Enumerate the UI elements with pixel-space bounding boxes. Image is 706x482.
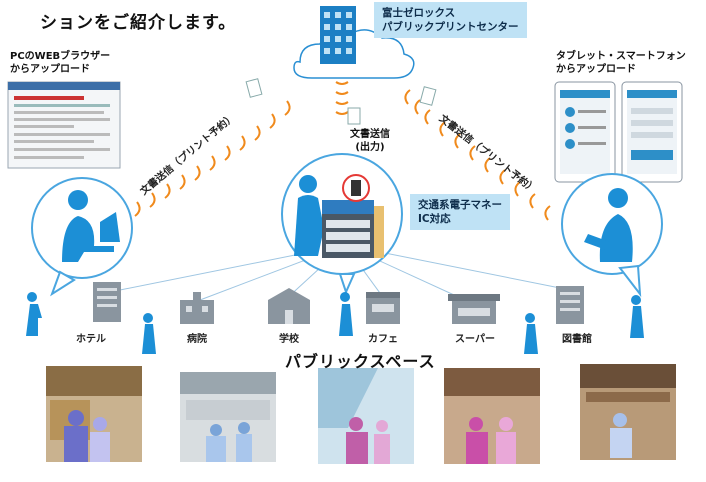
print-center-line1: 富士ゼロックス [382, 7, 456, 19]
pc-browser-screenshot [7, 81, 121, 169]
hospital-building-icon [180, 292, 214, 324]
supermarket-building-icon [448, 294, 500, 324]
tablet-screenshots [554, 81, 683, 183]
signal-waves-left [119, 100, 291, 226]
photo-hospital [180, 372, 276, 462]
doc-send-output-line1: 文書送信 [350, 129, 390, 140]
pc-upload-line2: からアップロード [10, 64, 90, 75]
emoney-line2: IC対応 [418, 213, 451, 225]
photo-cafe [444, 368, 540, 464]
doc-send-output-label: 文書送信 (出力) [350, 128, 390, 154]
photo-school [318, 368, 414, 464]
server-building-icon [320, 6, 356, 64]
photo-hotel [46, 366, 142, 462]
hotel-building-icon [93, 282, 121, 322]
photo-library [580, 364, 676, 460]
emoney-callout: 交通系電子マネー IC対応 [410, 194, 510, 230]
doc-send-output-line2: (出力) [355, 142, 385, 153]
cafe-building-icon [366, 292, 400, 324]
person-icon [630, 295, 644, 338]
place-label-cafe: カフェ [368, 334, 398, 345]
place-icons [93, 282, 584, 324]
place-label-hotel: ホテル [76, 334, 106, 345]
pc-upload-line1: PCのWEBブラウザー [10, 51, 111, 62]
person-icon [339, 292, 353, 336]
person-icon [26, 292, 42, 336]
tablet-upload-line1: タブレット・スマートフォン [556, 51, 686, 62]
school-building-icon [268, 288, 310, 324]
print-center-callout: 富士ゼロックス パブリックプリントセンター [374, 2, 527, 38]
place-label-library: 図書館 [562, 334, 592, 345]
place-label-supermarket: スーパー [455, 334, 495, 345]
intro-text: ションをご紹介します。 [40, 13, 237, 33]
place-label-school: 学校 [279, 334, 299, 345]
tablet-upload-label: タブレット・スマートフォン からアップロード [556, 50, 686, 76]
walking-people [26, 292, 644, 354]
printer-bubble [281, 153, 403, 295]
tablet-upload-line2: からアップロード [556, 64, 636, 75]
place-label-hospital: 病院 [187, 334, 207, 345]
document-icons [245, 78, 437, 125]
print-center-line2: パブリックプリントセンター [382, 21, 519, 33]
person-laptop-bubble [31, 177, 133, 297]
person-icon [142, 313, 156, 354]
person-tablet-bubble [561, 173, 663, 298]
library-building-icon [556, 286, 584, 324]
pc-upload-label: PCのWEBブラウザー からアップロード [10, 50, 110, 76]
emoney-line1: 交通系電子マネー [418, 199, 502, 211]
signal-waves-right [404, 89, 551, 221]
public-space-heading: パブリックスペース [285, 352, 436, 371]
person-icon [524, 313, 538, 354]
